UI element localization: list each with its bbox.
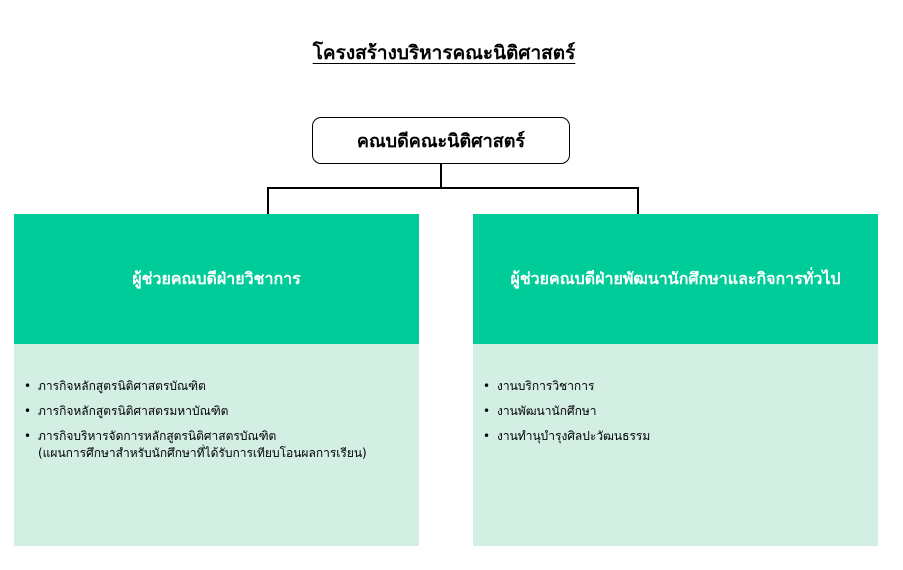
root-node-label: คณบดีคณะนิติศาสตร์ xyxy=(356,131,526,152)
branch-body: งานบริการวิชาการ งานพัฒนานักศึกษา งานทำน… xyxy=(473,344,878,546)
list-item-text: งานทำนุบำรุงศิลปะวัฒนธรรม xyxy=(497,429,651,443)
task-list: ภารกิจหลักสูตรนิติศาสตรบัณฑิต ภารกิจหลัก… xyxy=(24,378,407,462)
branch-title: ผู้ช่วยคณบดีฝ่ายวิชาการ xyxy=(132,268,301,288)
list-item-text: ภารกิจบริหารจัดการหลักสูตรนิติศาสตรบัณฑิ… xyxy=(38,429,277,443)
list-item-text-continued: (แผนการศึกษาสำหรับนักศึกษาที่ได้รับการเท… xyxy=(38,446,367,460)
task-list: งานบริการวิชาการ งานพัฒนานักศึกษา งานทำน… xyxy=(483,378,866,445)
root-node-dean: คณบดีคณะนิติศาสตร์ xyxy=(312,117,570,164)
list-item-text: งานบริการวิชาการ xyxy=(497,379,595,393)
branch-student-development: ผู้ช่วยคณบดีฝ่ายพัฒนานักศึกษาและกิจการทั… xyxy=(473,214,878,546)
branch-header: ผู้ช่วยคณบดีฝ่ายพัฒนานักศึกษาและกิจการทั… xyxy=(473,214,878,344)
list-item: งานบริการวิชาการ xyxy=(483,378,866,395)
branch-title: ผู้ช่วยคณบดีฝ่ายพัฒนานักศึกษาและกิจการทั… xyxy=(510,268,841,288)
list-item: ภารกิจหลักสูตรนิติศาสตรมหาบัณฑิต xyxy=(24,403,407,420)
branch-body: ภารกิจหลักสูตรนิติศาสตรบัณฑิต ภารกิจหลัก… xyxy=(14,344,419,546)
branch-header: ผู้ช่วยคณบดีฝ่ายวิชาการ xyxy=(14,214,419,344)
list-item: ภารกิจบริหารจัดการหลักสูตรนิติศาสตรบัณฑิ… xyxy=(24,428,407,462)
branch-academic-affairs: ผู้ช่วยคณบดีฝ่ายวิชาการ ภารกิจหลักสูตรนิ… xyxy=(14,214,419,546)
list-item: ภารกิจหลักสูตรนิติศาสตรบัณฑิต xyxy=(24,378,407,395)
list-item: งานพัฒนานักศึกษา xyxy=(483,403,866,420)
list-item-text: ภารกิจหลักสูตรนิติศาสตรบัณฑิต xyxy=(38,379,206,393)
list-item-text: งานพัฒนานักศึกษา xyxy=(497,404,597,418)
page-title: โครงสร้างบริหารคณะนิติศาสตร์ xyxy=(312,42,576,64)
list-item: งานทำนุบำรุงศิลปะวัฒนธรรม xyxy=(483,428,866,445)
list-item-text: ภารกิจหลักสูตรนิติศาสตรมหาบัณฑิต xyxy=(38,404,229,418)
